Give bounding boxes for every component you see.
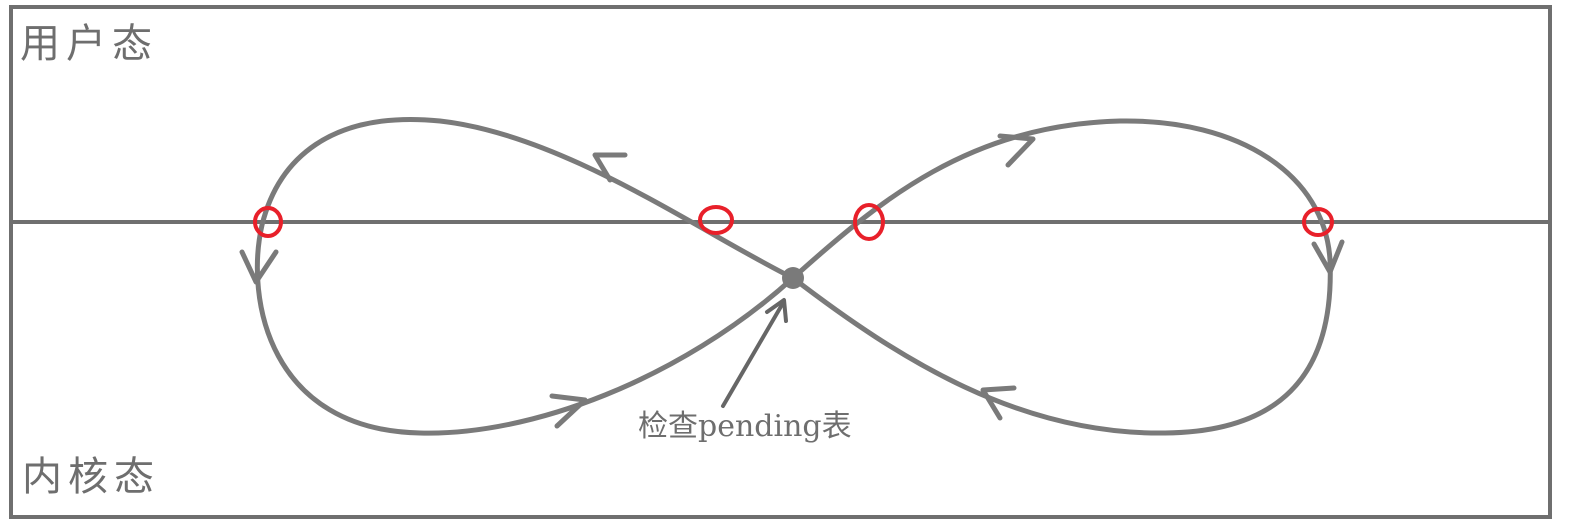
pointer-arrow-shaft (721, 301, 785, 408)
outer-frame (9, 5, 1552, 519)
arrowhead-top-left (592, 152, 628, 183)
arrowhead-bottom-left (549, 393, 588, 429)
check-pending-label: 检查pending表 (638, 409, 852, 444)
arrowhead-right-down (1311, 239, 1345, 275)
crossing-marker-center-right (853, 203, 885, 241)
arrowhead-bottom-right (980, 385, 1017, 421)
pending-check-point (782, 267, 804, 289)
kernel-mode-label: 内核态 (22, 454, 160, 500)
crossing-marker-center-left (698, 205, 734, 235)
crossing-marker-right (1302, 207, 1334, 237)
arrowhead-top-right (997, 133, 1036, 168)
arrowhead-left-down (239, 249, 279, 285)
right-loop-path (790, 118, 1333, 436)
left-loop-path (254, 117, 796, 436)
crossing-marker-left (253, 206, 283, 238)
user-mode-label: 用户态 (20, 21, 158, 67)
pointer-arrow-head (765, 298, 788, 323)
